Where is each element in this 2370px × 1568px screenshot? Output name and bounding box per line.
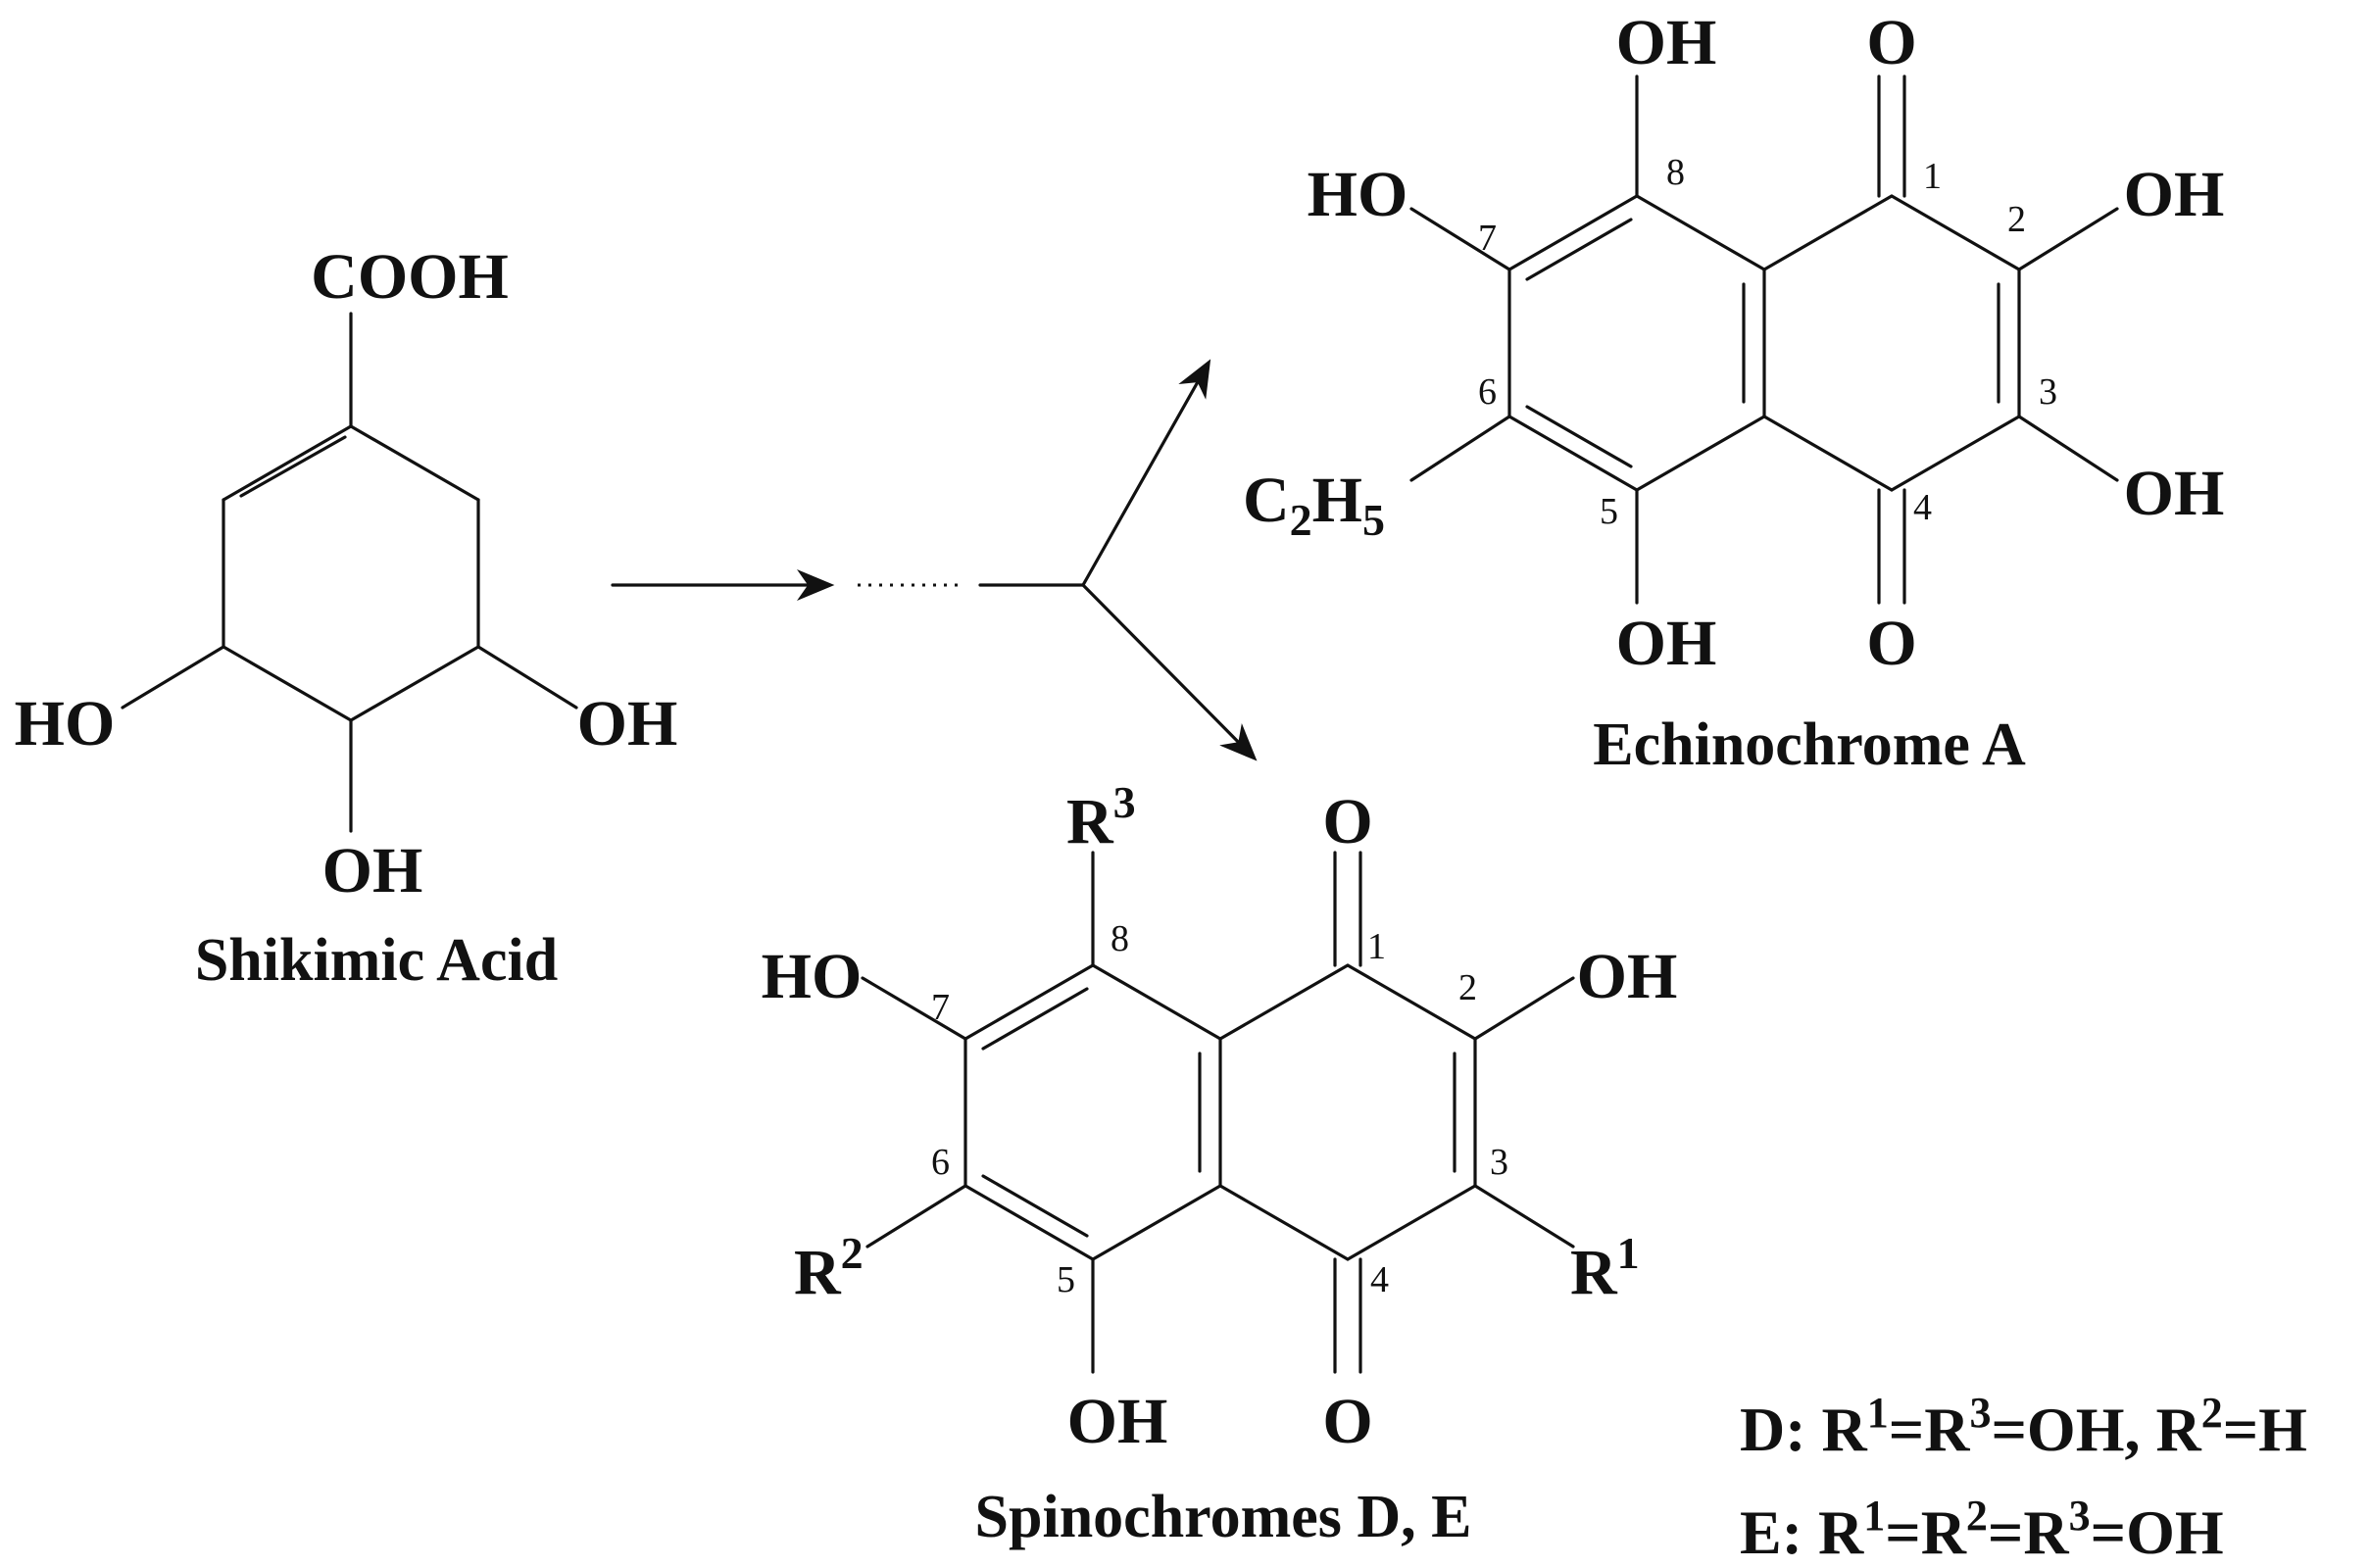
bond: [1473, 976, 1575, 1041]
compound-name: Spinochromes D, E: [975, 1484, 1472, 1550]
substituent-legend: D: R1=R3=OH, R2=H E: R1=R2=R3=OH: [1740, 1389, 2307, 1567]
position-number: 2: [1458, 967, 1477, 1008]
position-number: 7: [931, 987, 950, 1028]
position-number: 4: [1913, 487, 1932, 528]
double-bond-inner: [981, 1174, 1089, 1238]
bond: [1890, 194, 2021, 271]
arrow-to-spinochromes: [1081, 583, 1258, 761]
o-4-label: O: [1866, 608, 1916, 679]
o-4-label: O: [1322, 1386, 1372, 1457]
bond: [1635, 194, 1766, 271]
bond: [1473, 1184, 1575, 1249]
bond: [1635, 415, 1766, 492]
position-number: 4: [1370, 1259, 1389, 1300]
bond: [861, 976, 967, 1041]
o-1-label: O: [1866, 7, 1916, 78]
bond: [1091, 963, 1222, 1041]
bond: [1762, 194, 1894, 271]
position-number: 8: [1111, 918, 1129, 959]
double-bond-inner: [1525, 405, 1633, 468]
bond: [1507, 194, 1639, 271]
r2-label: R2: [794, 1228, 864, 1308]
bond: [963, 1184, 1095, 1261]
bond: [222, 645, 353, 722]
echinochrome-a-structure: OH O HO OH OH OH O C2H5 8 1 2 3 4 5 6 7 …: [1243, 7, 2224, 778]
ethyl-label: C2H5: [1243, 465, 1385, 545]
position-number: 2: [2007, 199, 2026, 240]
position-number: 5: [1057, 1259, 1075, 1300]
compound-name: Echinochrome A: [1593, 711, 2026, 778]
double-bond-inner: [981, 987, 1089, 1051]
position-number: 3: [1490, 1142, 1508, 1183]
oh-3-label: OH: [2124, 458, 2225, 529]
double-bond-inner: [239, 435, 347, 498]
spinochromes-structure: R3 O HO OH R2 R1 OH O 8 1 2 3 4 5 6 7 Sp…: [762, 777, 1678, 1550]
bond: [476, 645, 578, 710]
bond: [349, 645, 480, 722]
cooh-label: COOH: [311, 241, 509, 313]
oh-2-label: OH: [2124, 159, 2225, 230]
oh-5-label: OH: [1616, 608, 1717, 679]
shikimic-acid-structure: COOH HO OH OH Shikimic Acid: [15, 241, 678, 994]
oh-bottom-label: OH: [322, 835, 423, 906]
oh-5-label: OH: [1067, 1386, 1168, 1457]
bond: [1218, 963, 1350, 1041]
bond: [963, 963, 1095, 1041]
reaction-arrows: [611, 359, 1258, 761]
r1-label: R1: [1570, 1228, 1640, 1308]
position-number: 6: [1478, 371, 1497, 413]
legend-d: D: R1=R3=OH, R2=H: [1740, 1389, 2307, 1464]
oh-right-label: OH: [577, 688, 678, 760]
bond: [222, 424, 353, 502]
position-number: 7: [1478, 218, 1497, 259]
bond: [349, 424, 480, 502]
double-bond-inner: [1525, 218, 1633, 281]
bond: [865, 1184, 967, 1249]
bond: [2017, 415, 2119, 482]
position-number: 3: [2039, 371, 2057, 413]
r3-label: R3: [1066, 777, 1136, 858]
bond: [1507, 415, 1639, 492]
bond: [1409, 207, 1511, 271]
ho-left-label: HO: [15, 688, 116, 760]
o-1-label: O: [1322, 786, 1372, 858]
bond: [1091, 1184, 1222, 1261]
ho-7-label: HO: [762, 941, 863, 1012]
bond: [1762, 415, 1894, 492]
compound-name: Shikimic Acid: [195, 927, 558, 994]
bond: [1346, 1184, 1477, 1261]
position-number: 1: [1367, 926, 1386, 967]
bond: [1890, 415, 2021, 492]
position-number: 8: [1666, 152, 1685, 193]
position-number: 5: [1600, 491, 1618, 532]
position-number: 6: [931, 1142, 950, 1183]
position-number: 1: [1923, 156, 1942, 197]
bond: [2017, 207, 2119, 271]
bond: [1346, 963, 1477, 1041]
oh-2-label: OH: [1577, 941, 1678, 1012]
bond: [1409, 415, 1511, 482]
legend-e: E: R1=R2=R3=OH: [1740, 1492, 2224, 1567]
arrow-to-echinochrome: [1081, 359, 1211, 587]
oh-8-label: OH: [1616, 7, 1717, 78]
ho-7-label: HO: [1308, 159, 1408, 230]
bond: [1218, 1184, 1350, 1261]
bond: [121, 645, 225, 710]
